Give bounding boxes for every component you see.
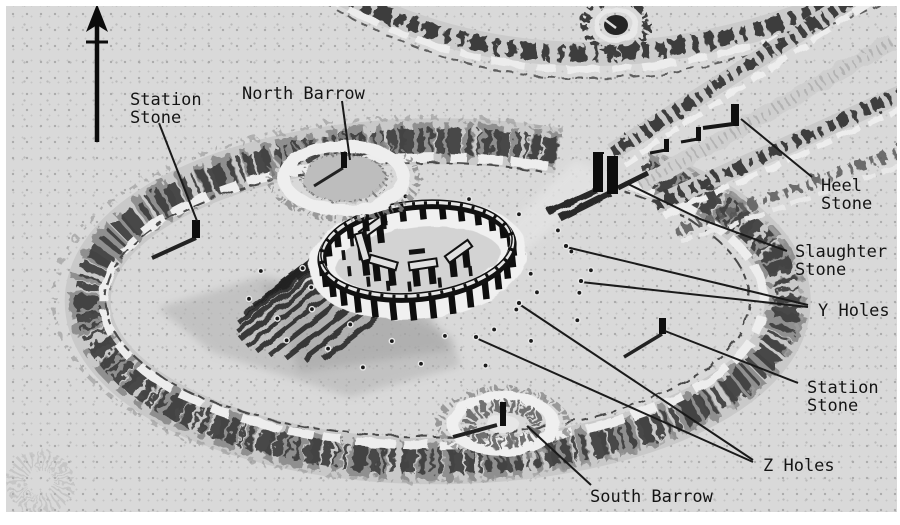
avenue [607,6,897,245]
station-stone-west-marker [151,220,200,260]
label-line: Y Holes [818,301,890,321]
label-line: Z Holes [763,456,835,476]
label-line: Station [807,378,879,398]
stone-circle [309,199,527,321]
label-y-holes: Y Holes [818,302,890,320]
station-stone-east-marker [623,318,666,359]
north-barrow-mound [267,135,421,221]
label-south-barrow: South Barrow [590,488,713,506]
leader-lines [158,100,813,486]
slaughter-stone-marker [546,152,650,222]
earthwork-ring [51,115,811,485]
north-arrow-icon [86,6,108,142]
avenue-stone [664,139,669,152]
label-line: Station [130,90,202,110]
heel-stone-marker [731,104,739,126]
avenue-stone [696,127,701,141]
label-line: Slaughter [795,242,888,262]
label-line: Stone [130,108,182,128]
stonehenge-illustration [6,6,897,512]
y-holes-ring [245,193,595,371]
label-z-holes: Z Holes [763,457,835,475]
south-barrow-mound [436,387,570,461]
label-line: Heel [821,176,862,196]
faint-blotch [6,450,74,512]
label-line: South Barrow [590,487,713,507]
label-line: Stone [795,260,847,280]
disc-barrow [581,6,651,55]
label-line: Stone [807,396,859,416]
label-line: Stone [821,194,873,214]
top-enclosure-arc [328,6,878,80]
label-line: North Barrow [242,84,365,104]
label-north-barrow: North Barrow [242,85,365,103]
